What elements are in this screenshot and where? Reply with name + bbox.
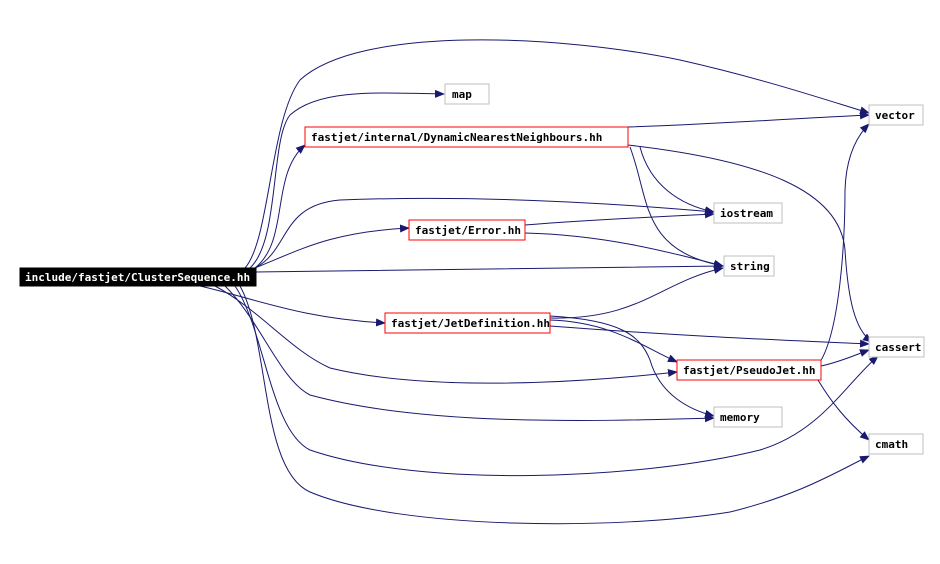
node-memory[interactable]: memory: [713, 406, 783, 428]
node-vector-label: vector: [875, 109, 915, 122]
edge-root-memory: [224, 285, 715, 423]
node-string-label: string: [730, 260, 770, 273]
edge-error-string: [524, 232, 724, 268]
edge-root-iostream: [254, 197, 715, 269]
edge-root-map: [249, 89, 445, 269]
node-error[interactable]: fastjet/Error.hh: [408, 219, 526, 241]
node-dynamic-nearest-neighbours[interactable]: fastjet/internal/DynamicNearestNeighbour…: [304, 126, 629, 148]
node-cmath[interactable]: cmath: [868, 433, 924, 455]
edges: [199, 39, 879, 525]
node-memory-label: memory: [720, 411, 760, 424]
node-map-label: map: [452, 88, 472, 101]
node-map[interactable]: map: [444, 83, 490, 105]
nodes: include/fastjet/ClusterSequence.hh fastj…: [19, 83, 925, 455]
edge-root-jetdef: [199, 285, 386, 327]
edge-root-cmath: [239, 285, 870, 525]
edge-dnn-iostream: [639, 146, 715, 215]
edge-root-pseudojet: [214, 285, 678, 384]
node-vector[interactable]: vector: [868, 104, 924, 126]
node-string[interactable]: string: [723, 255, 775, 277]
edge-jetdef-pseudojet: [549, 319, 678, 363]
node-error-label: fastjet/Error.hh: [415, 224, 521, 237]
edge-root-string: [254, 262, 724, 273]
edge-pseudojet-cassert: [820, 349, 870, 367]
edge-root-vector: [244, 39, 870, 269]
node-pseudojet-label: fastjet/PseudoJet.hh: [683, 364, 815, 377]
edge-jetdef-string: [549, 266, 724, 319]
node-root-label: include/fastjet/ClusterSequence.hh: [25, 271, 250, 284]
edge-dnn-cassert: [627, 144, 873, 343]
node-cmath-label: cmath: [875, 438, 908, 451]
edge-jetdef-memory: [549, 315, 715, 418]
edge-pseudojet-vector: [819, 123, 870, 363]
edge-root-error: [254, 224, 410, 269]
node-iostream-label: iostream: [720, 207, 773, 220]
edge-pseudojet-cmath: [817, 379, 870, 441]
node-dnn-label: fastjet/internal/DynamicNearestNeighbour…: [311, 131, 602, 144]
node-cassert-label: cassert: [875, 341, 921, 354]
node-cassert[interactable]: cassert: [868, 336, 925, 358]
node-iostream[interactable]: iostream: [713, 202, 783, 224]
edge-dnn-vector: [627, 111, 870, 128]
node-jetdef-label: fastjet/JetDefinition.hh: [391, 317, 550, 330]
edge-error-iostream: [524, 210, 715, 226]
node-jet-definition[interactable]: fastjet/JetDefinition.hh: [384, 312, 551, 334]
edge-jetdef-cassert: [549, 325, 870, 348]
node-pseudojet[interactable]: fastjet/PseudoJet.hh: [676, 359, 822, 381]
edge-root-dnn: [254, 144, 306, 269]
edge-dnn-string: [629, 146, 724, 269]
node-root[interactable]: include/fastjet/ClusterSequence.hh: [19, 267, 257, 287]
edge-root-cassert: [234, 285, 879, 477]
